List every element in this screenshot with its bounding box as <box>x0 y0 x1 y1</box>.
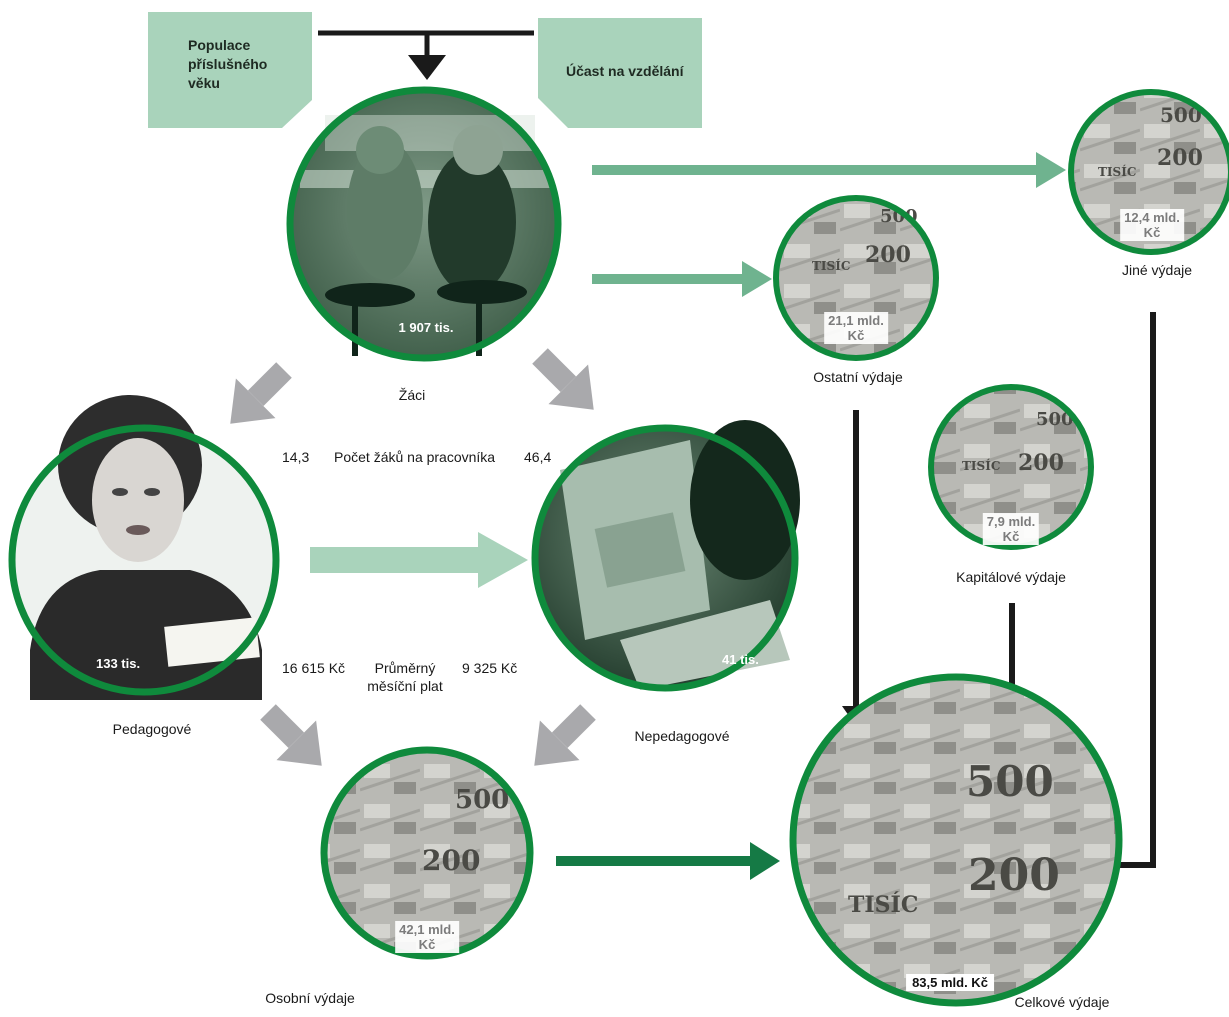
osobni-money-image: 500 200 <box>320 746 534 960</box>
jine-value: 12,4 mld. Kč <box>1120 209 1184 241</box>
osobni-value: 42,1 mld. Kč <box>395 921 459 953</box>
ostatni-value: 21,1 mld. Kč <box>824 312 888 344</box>
celkove-money-image: 500 200 TISÍC <box>789 673 1123 1007</box>
ostatni-money-image: 200 500 TISÍC <box>773 195 939 361</box>
svg-text:TISÍC: TISÍC <box>962 458 1000 473</box>
kapitalove-value: 7,9 mld. Kč <box>982 513 1040 545</box>
ratio-left-value: 14,3 <box>282 449 310 465</box>
kapitalove-value-line1: 7,9 mld. <box>986 514 1036 529</box>
arrow-nepedagogove-to-osobni <box>534 704 596 766</box>
svg-text:TISÍC: TISÍC <box>848 891 918 918</box>
kapitalove-value-line2: Kč <box>1002 529 1020 544</box>
svg-text:500: 500 <box>455 785 509 815</box>
osobni-label: Osobní výdaje <box>265 990 355 1006</box>
celkove-value: 83,5 mld. Kč <box>906 974 994 991</box>
nepedagogove-photo <box>531 420 800 692</box>
arrow-pedagogove-to-osobni <box>260 704 322 766</box>
svg-text:500: 500 <box>1036 409 1074 430</box>
jine-value-line1: 12,4 mld. <box>1124 210 1180 225</box>
svg-text:200: 200 <box>865 242 911 268</box>
salary-label: Průměrný měsíční plat <box>367 659 442 695</box>
svg-text:TISÍC: TISÍC <box>1098 164 1136 179</box>
svg-text:200: 200 <box>1157 145 1203 171</box>
svg-text:TISÍC: TISÍC <box>812 258 850 273</box>
pedagogove-label: Pedagogové <box>112 721 192 737</box>
salary-label-line2: měsíční plat <box>367 678 443 694</box>
svg-text:500: 500 <box>880 206 918 227</box>
jine-label: Jiné výdaje <box>1121 262 1193 278</box>
svg-text:200: 200 <box>968 850 1060 901</box>
arrow-osobni-to-celkove <box>556 842 780 880</box>
nepedagogove-value: 41 tis. <box>722 652 759 667</box>
nepedagogove-label: Nepedagogové <box>634 728 730 744</box>
arrow-zaci-to-ostatni <box>592 261 772 297</box>
pedagogove-photo <box>8 395 280 700</box>
svg-text:500: 500 <box>966 757 1054 806</box>
jine-money-image: 200 500 TISÍC <box>1068 89 1229 255</box>
participation-label: Účast na vzdělání <box>566 63 684 79</box>
arrow-pedagogove-to-nepedagogove <box>310 532 528 588</box>
kapitalove-label: Kapitálové výdaje <box>956 569 1066 585</box>
salary-right-value: 9 325 Kč <box>462 660 518 676</box>
jine-value-line2: Kč <box>1143 225 1161 240</box>
ratio-label: Počet žáků na pracovníka <box>334 449 496 465</box>
salary-left-value: 16 615 Kč <box>282 660 346 676</box>
population-box <box>148 12 312 128</box>
arrow-zaci-to-jine <box>592 152 1066 188</box>
top-down-arrow-head <box>408 55 446 80</box>
kapitalove-money-image: 200 500 TISÍC <box>928 384 1094 550</box>
arrow-zaci-to-nepedagogove <box>532 348 594 410</box>
pedagogove-value: 133 tis. <box>96 656 141 671</box>
osobni-value-line1: 42,1 mld. <box>399 922 455 937</box>
celkove-label: Celkové výdaje <box>1014 994 1110 1010</box>
zaci-label: Žáci <box>398 387 426 403</box>
osobni-value-line2: Kč <box>418 937 436 952</box>
zaci-value: 1 907 tis. <box>398 320 454 335</box>
population-label: Populace příslušného věku <box>188 37 268 91</box>
ostatni-value-line1: 21,1 mld. <box>828 313 884 328</box>
ostatni-value-line2: Kč <box>847 328 865 343</box>
zaci-photo <box>286 86 562 362</box>
salary-label-line1: Průměrný <box>374 660 436 676</box>
ostatni-label: Ostatní výdaje <box>813 369 903 385</box>
arrow-ostatni-to-celkove <box>842 410 870 726</box>
arrow-zaci-to-pedagogove <box>230 362 292 424</box>
svg-text:200: 200 <box>422 844 480 877</box>
svg-text:200: 200 <box>1018 450 1064 476</box>
ratio-right-value: 46,4 <box>524 449 552 465</box>
participation-box <box>538 18 702 128</box>
